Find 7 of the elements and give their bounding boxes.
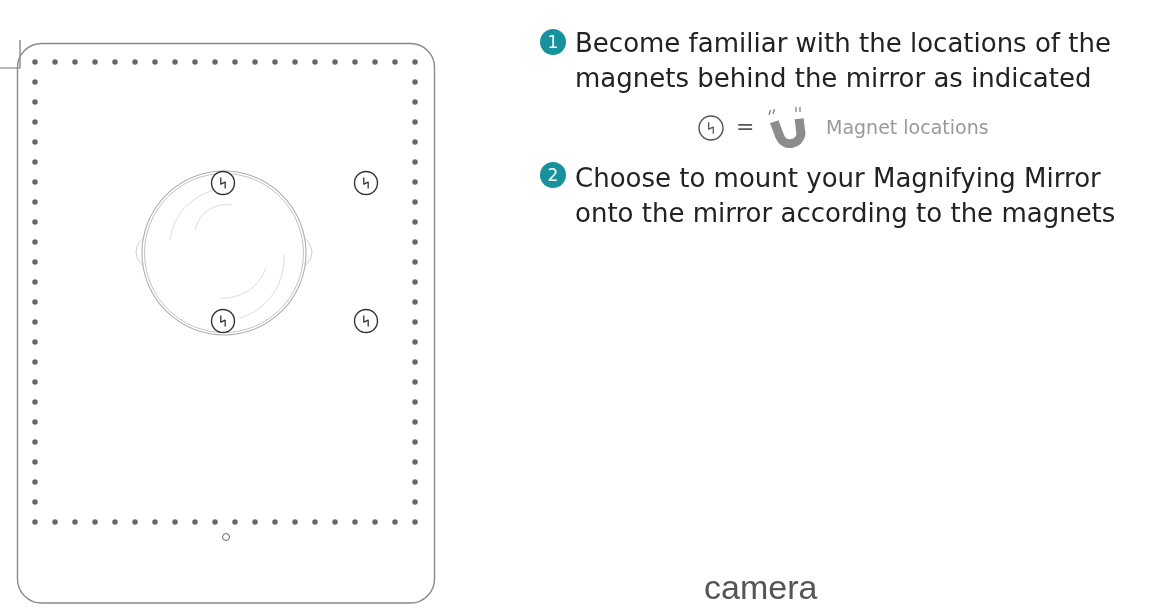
camera-label: camera: [704, 567, 818, 607]
step-number-badge: 2: [540, 162, 566, 188]
legend-label: Magnet locations: [826, 115, 989, 140]
step-instruction: Choose to mount your Magnifying Mirror onto the mirror according to the magnets: [575, 161, 1117, 230]
step-number-badge: 1: [540, 29, 566, 55]
step-instruction: Become familiar with the locations of the magnets behind the mirror as indicated: [575, 26, 1112, 95]
equals-sign: =: [736, 113, 755, 141]
